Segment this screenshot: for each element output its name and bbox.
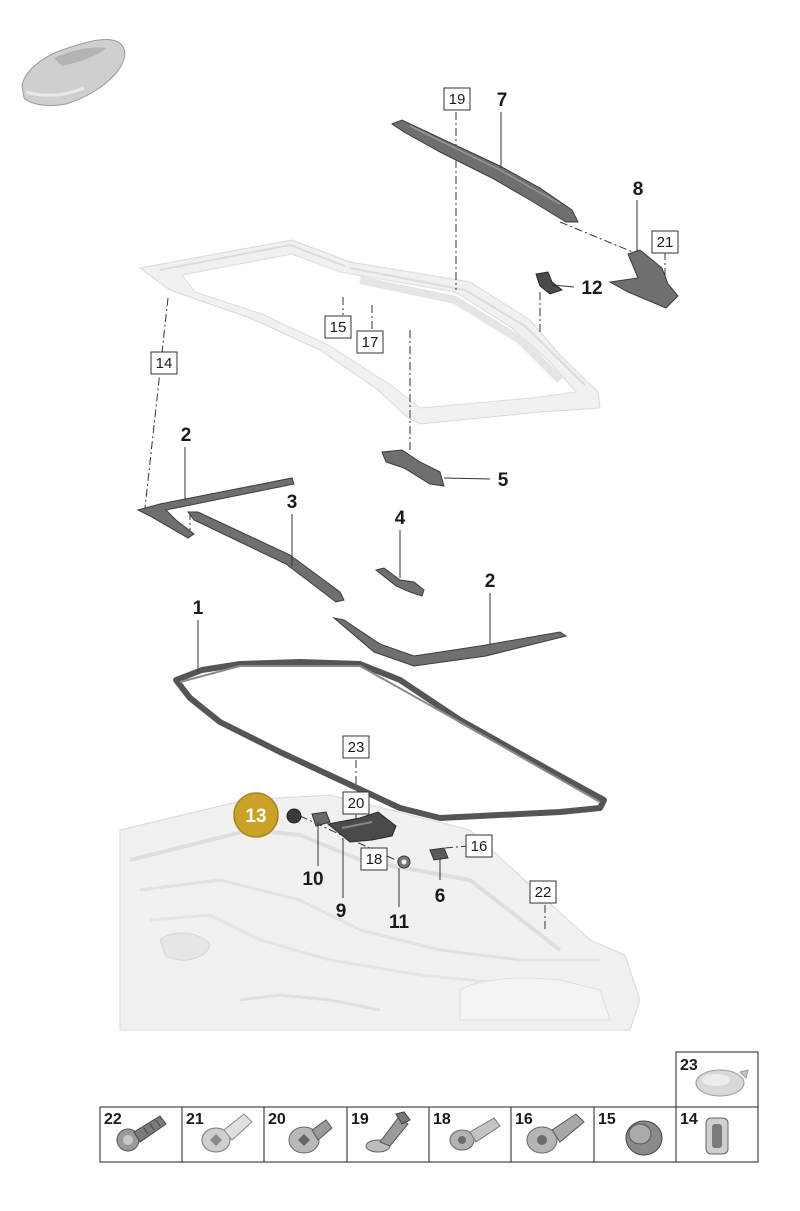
part-6-clip (429, 847, 449, 861)
callout-leaders (184, 112, 638, 907)
svg-text:15: 15 (330, 319, 347, 336)
clip-nut-icon (705, 1117, 729, 1155)
body-ghost (119, 794, 641, 1031)
svg-text:13: 13 (245, 806, 266, 827)
callout-11: 11 (389, 912, 410, 933)
callout-4: 4 (395, 508, 406, 529)
fastener-cell-15[interactable]: 15 (598, 1111, 663, 1156)
svg-text:19: 19 (351, 1111, 369, 1128)
svg-text:16: 16 (515, 1111, 533, 1128)
part-12-bracket (535, 271, 564, 295)
part-5-bracket (381, 449, 445, 487)
boxed-ref-16: 16 (465, 834, 493, 858)
fastener-cell-19[interactable]: 19 (351, 1111, 411, 1153)
callout-3: 3 (287, 492, 298, 513)
hex-screw-icon (449, 1117, 501, 1151)
flange-screw-icon (526, 1113, 585, 1154)
part-9-bracket (326, 811, 397, 843)
svg-text:23: 23 (680, 1057, 698, 1074)
boxed-ref-17: 17 (356, 330, 384, 354)
svg-text:23: 23 (348, 739, 365, 756)
svg-text:22: 22 (535, 884, 552, 901)
part-3-strip (187, 511, 345, 603)
svg-text:19: 19 (449, 91, 466, 108)
svg-text:20: 20 (348, 795, 365, 812)
part-8-corner (608, 249, 679, 309)
svg-text:15: 15 (598, 1111, 616, 1128)
part-13-plug (286, 808, 302, 824)
boxed-ref-20: 20 (342, 791, 370, 815)
svg-text:16: 16 (471, 838, 488, 855)
grommet-icon (625, 1120, 663, 1156)
svg-text:14: 14 (156, 355, 173, 372)
callout-12: 12 (581, 278, 602, 299)
part-10-clip (311, 811, 331, 827)
callout-7: 7 (497, 90, 508, 111)
highlighted-callout-13[interactable]: 13 (233, 792, 279, 838)
callout-8: 8 (633, 179, 644, 200)
fastener-cell-18[interactable]: 18 (433, 1111, 501, 1151)
boxed-ref-15: 15 (324, 315, 352, 339)
torx-bolt-icon (201, 1113, 253, 1153)
threaded-stud-icon (116, 1115, 167, 1152)
boxed-ref-14: 14 (150, 351, 178, 375)
car-thumbnail-icon (21, 39, 126, 107)
fastener-cell-16[interactable]: 16 (515, 1111, 585, 1154)
boxed-ref-23: 23 (342, 735, 370, 759)
part-1-seal (173, 659, 607, 821)
part-2-lower-trim (332, 617, 568, 667)
callout-10: 10 (302, 869, 323, 890)
fastener-cell-23[interactable]: 23 (675, 1051, 759, 1108)
svg-text:22: 22 (104, 1111, 122, 1128)
fastener-cell-14[interactable]: 14 (680, 1111, 729, 1155)
boxed-ref-21: 21 (651, 230, 679, 254)
expansion-rivet-icon (365, 1111, 411, 1153)
fastener-table: 23 22 21 (99, 1051, 759, 1163)
boxed-ref-19: 19 (443, 87, 471, 111)
callout-5: 5 (498, 470, 509, 491)
svg-text:14: 14 (680, 1111, 698, 1128)
callout-2-upper: 2 (181, 425, 192, 446)
fastener-cell-22[interactable]: 22 (104, 1111, 167, 1152)
torx-screw-icon (288, 1119, 333, 1154)
svg-text:18: 18 (366, 851, 383, 868)
boxed-ref-18: 18 (360, 847, 388, 871)
round-cap-icon (695, 1069, 749, 1097)
svg-text:20: 20 (268, 1111, 286, 1128)
svg-text:17: 17 (362, 334, 379, 351)
callout-2-lower: 2 (485, 571, 496, 592)
fastener-cell-20[interactable]: 20 (268, 1111, 333, 1154)
svg-text:21: 21 (657, 234, 674, 251)
fastener-cell-21[interactable]: 21 (186, 1111, 253, 1153)
part-2-upper-trim (136, 477, 295, 539)
callout-9: 9 (336, 901, 347, 922)
svg-text:21: 21 (186, 1111, 204, 1128)
part-7-rail (390, 119, 579, 223)
callout-6: 6 (435, 886, 446, 907)
part-11-nut (397, 855, 411, 869)
part-4-bracket (374, 567, 425, 597)
boxed-ref-22: 22 (529, 880, 557, 904)
callout-1: 1 (193, 598, 204, 619)
svg-text:18: 18 (433, 1111, 451, 1128)
